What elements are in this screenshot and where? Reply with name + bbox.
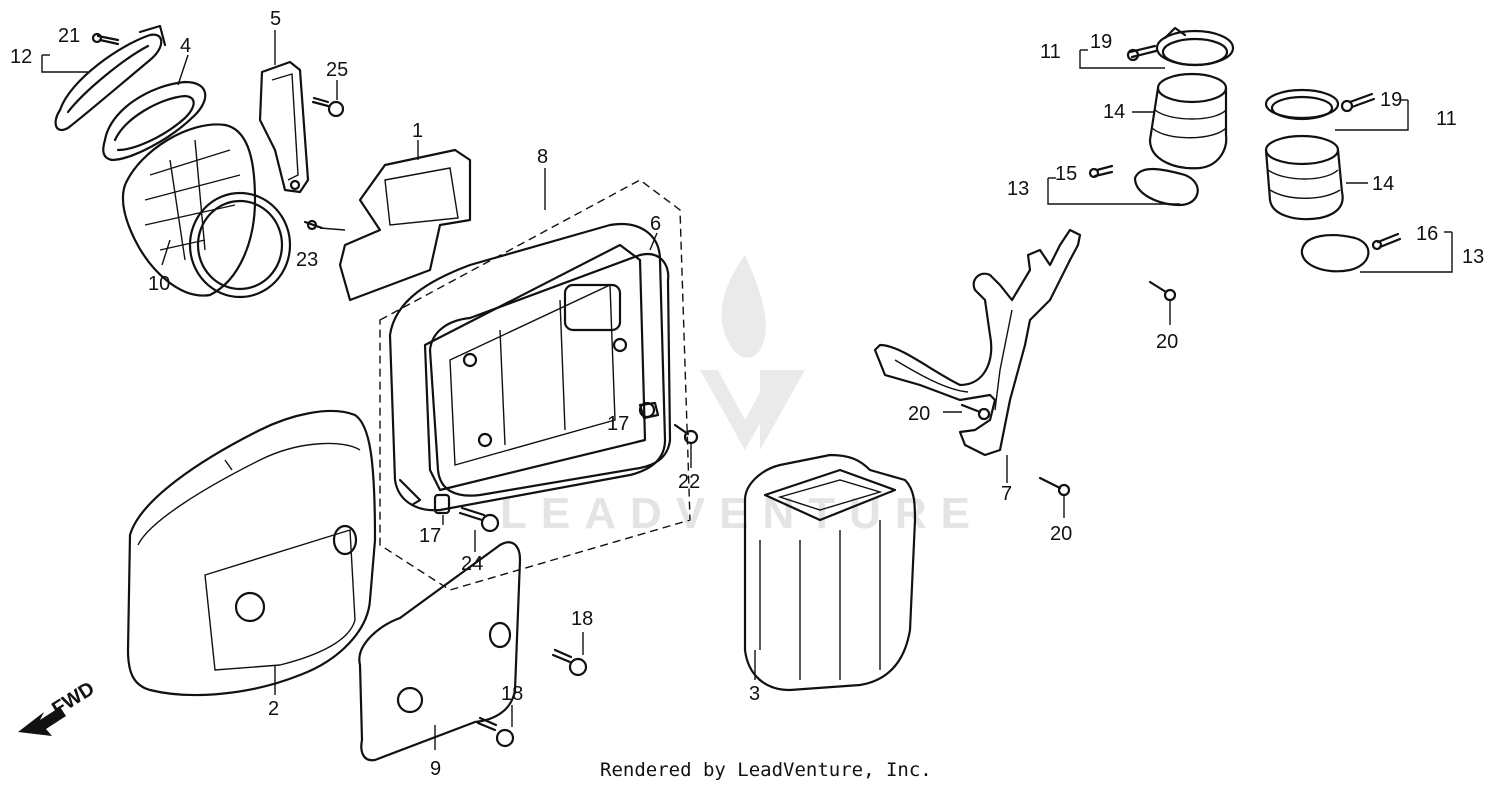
callout-6: 6	[650, 213, 661, 235]
callout-3: 3	[749, 683, 760, 705]
callout-9: 9	[430, 758, 441, 780]
callout-20c: 20	[1050, 523, 1072, 545]
part-23-screw	[303, 219, 346, 231]
part-22-screw	[673, 423, 699, 468]
callout-12: 12	[10, 46, 32, 68]
part-9-plate	[358, 541, 522, 762]
part-14-tube-right	[1264, 134, 1344, 221]
part-10-intake-boot	[121, 123, 292, 299]
part-1-plate	[338, 148, 472, 302]
part-5-bracket	[258, 60, 310, 194]
callout-15: 17	[419, 525, 441, 547]
callout-11b: 11	[1436, 108, 1457, 130]
part-20-screws	[943, 280, 1177, 518]
part-12-band	[54, 24, 167, 131]
part-14-tube-upper	[1148, 72, 1228, 170]
callout-25: 25	[326, 59, 348, 81]
callout-21: 21	[58, 25, 80, 47]
callout-20a: 20	[1156, 331, 1178, 353]
part-3-filter	[743, 453, 917, 692]
part-11-clamp-upper	[1126, 26, 1235, 67]
part-24-bolt	[458, 506, 500, 552]
part-7-bracket	[873, 228, 1082, 457]
callout-10: 10	[148, 273, 170, 295]
part-15-collar	[433, 493, 451, 525]
callout-14b: 14	[1372, 173, 1394, 195]
footer-credit: Rendered by LeadVenture, Inc.	[600, 759, 932, 781]
callout-18b: 16	[1416, 223, 1438, 245]
part-21-screw	[91, 32, 120, 46]
leader-lines	[41, 30, 1453, 750]
part-4-gasket	[102, 80, 207, 162]
part-13-clamp-upper	[1088, 164, 1199, 207]
callout-7: 7	[1001, 483, 1012, 505]
callout-22: 22	[678, 471, 700, 493]
callout-8: 8	[537, 146, 548, 168]
callout-19a: 19	[1090, 31, 1112, 53]
callout-19b: 19	[1380, 89, 1402, 111]
part-11-clamp-right	[1264, 88, 1376, 121]
callout-2: 2	[268, 698, 279, 720]
callout-20b: 20	[908, 403, 930, 425]
watermark-text: LEADVENTURE	[500, 489, 984, 538]
fwd-arrow-icon	[18, 707, 66, 736]
part-13-clamp-right	[1300, 232, 1402, 273]
part-25-bolt	[311, 80, 345, 118]
callout-11a: 11	[1040, 41, 1061, 63]
part-17-bolts	[476, 632, 588, 748]
fwd-label: FWD	[48, 678, 98, 721]
callout-23: 23	[296, 249, 318, 271]
callout-24: 24	[461, 553, 483, 575]
callout-18a: 15	[1055, 163, 1077, 185]
part-8-air-case	[379, 179, 691, 591]
callout-4: 4	[180, 35, 191, 57]
callout-16: 17	[607, 413, 629, 435]
part-6-seal	[428, 232, 672, 497]
part-16-grommet	[638, 401, 660, 420]
callout-14a: 14	[1103, 101, 1125, 123]
callout-1: 1	[412, 120, 423, 142]
part-2-cover	[126, 409, 377, 697]
callout-17a: 18	[571, 608, 593, 630]
callout-5: 5	[270, 8, 281, 30]
callout-17b: 18	[501, 683, 523, 705]
callout-13a: 13	[1007, 178, 1029, 200]
callout-13b: 13	[1462, 246, 1484, 268]
callout-labels: 12 21 4 5 25 1 8 6 23 10 17 22 17 24 18 …	[10, 8, 1484, 780]
watermark-logo	[700, 255, 805, 450]
